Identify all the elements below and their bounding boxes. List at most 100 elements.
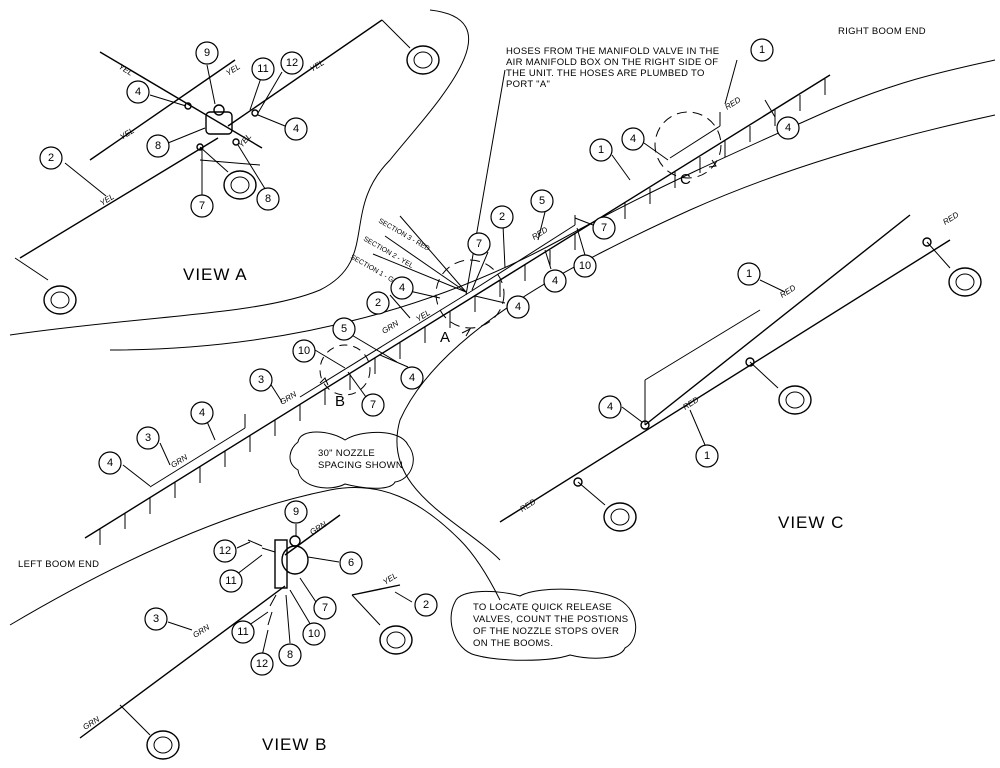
svg-text:5: 5 [341,323,347,335]
callout: 1 [750,38,774,62]
nozzle-body-icon [603,502,637,532]
hose-tag-grn: GRN [380,319,400,336]
callout: 7 [313,596,337,620]
callout: 4 [598,395,622,419]
callout: 5 [530,189,554,213]
nozzle-body-icon [146,730,180,760]
nozzle-body-icon [948,267,982,297]
detail-circle-b [319,344,371,396]
hose-tag-grn: GRN [308,520,328,537]
left-boom-end-label: LEFT BOOM END [18,559,99,570]
svg-text:12: 12 [286,57,298,69]
callout: 1 [737,262,761,286]
manifold-valve-body [281,545,309,575]
callout: 5 [332,317,356,341]
manifold-valve-body [205,111,233,135]
svg-text:4: 4 [785,122,791,134]
quick-release-note-line: ON THE BOOMS. [473,638,553,649]
callout: 3 [249,368,273,392]
nozzle-stops [99,79,826,545]
svg-text:5: 5 [539,195,545,207]
callout-balloons: 9 11 12 4 4 2 8 8 7 1 4 4 1 2 5 7 7 4 10… [39,38,800,676]
svg-text:11: 11 [257,63,268,75]
svg-text:3: 3 [258,374,264,386]
callout: 3 [136,426,160,450]
callout: 9 [195,41,219,65]
callout: 4 [621,127,645,151]
view-a-label: VIEW A [183,265,248,284]
callout: 8 [256,187,280,211]
svg-text:7: 7 [370,399,376,411]
main-boundary-upper [109,59,996,351]
svg-text:7: 7 [199,200,205,212]
quick-release-note-line: TO LOCATE QUICK RELEASE [473,602,612,613]
callout: 12 [213,539,237,563]
svg-text:4: 4 [107,457,113,469]
right-boom-end-label: RIGHT BOOM END [838,26,926,37]
nozzle-body-icon [223,170,257,200]
svg-text:2: 2 [423,599,429,611]
callout: 10 [292,339,316,363]
callout: 2 [366,291,390,315]
callout: 10 [302,622,326,646]
view-a-boundary [9,9,470,336]
svg-text:4: 4 [607,401,613,413]
callout: 8 [278,643,302,667]
hose-tag-grn: GRN [278,390,298,407]
callout: 1 [695,444,719,468]
notes: HOSES FROM THE MANIFOLD VALVE IN THE AIR… [18,26,926,754]
hose-tag-red: RED [941,210,960,227]
nozzle-spacing-note-line: SPACING SHOWN [318,460,403,471]
view-b-boundary [9,486,501,626]
svg-text:6: 6 [348,557,354,569]
main-boom: RED RED YEL GRN GRN GRN SECTION 3 - RED … [84,59,831,545]
hose-tag-yel: YEL [117,62,135,78]
nozzle-spacing-note-line: 30" NOZZLE [318,448,375,459]
svg-text:8: 8 [155,140,161,152]
svg-text:10: 10 [298,345,310,357]
nozzle-body-icon [43,285,77,315]
callout: 7 [190,194,214,218]
callout: 4 [98,451,122,475]
callout: 11 [251,57,275,81]
callout: 10 [573,254,597,278]
svg-text:4: 4 [199,407,205,419]
hoses-note-line: PORT "A" [506,79,550,90]
callout: 12 [250,652,274,676]
callout: 12 [280,51,304,75]
svg-text:1: 1 [598,144,604,156]
quick-release-note-line: OF THE NOZZLE STOPS OVER [473,626,619,637]
svg-text:7: 7 [476,238,482,250]
callout: 2 [490,205,514,229]
svg-text:3: 3 [153,613,159,625]
callout: 2 [39,146,63,170]
callout: 4 [400,366,424,390]
quick-release-note-line: VALVES, COUNT THE POSTIONS [473,614,628,625]
svg-text:2: 2 [499,211,505,223]
callout: 1 [589,138,613,162]
detail-circle-c [654,111,722,179]
svg-text:10: 10 [308,628,320,640]
view-c-boundary [396,114,996,561]
callout: 4 [284,117,308,141]
svg-text:7: 7 [601,222,607,234]
svg-text:10: 10 [579,260,591,272]
svg-text:4: 4 [515,301,521,313]
hoses-note-line: AIR MANIFOLD BOX ON THE RIGHT SIDE OF [506,57,718,68]
callout: 8 [146,134,170,158]
quick-release-note-bubble [450,588,637,661]
view-c-detail: RED RED RED RED [499,210,982,532]
svg-text:4: 4 [630,133,636,145]
nozzle-body-icon [379,625,413,655]
svg-text:12: 12 [219,545,231,557]
valve-cap-icon [213,104,225,116]
svg-text:1: 1 [759,44,765,56]
callout: 3 [144,607,168,631]
svg-text:4: 4 [399,282,405,294]
nozzle-note-bubble [289,431,414,489]
callout: 9 [284,500,308,524]
callout: 7 [467,232,491,256]
svg-text:11: 11 [237,626,248,638]
view-b-label: VIEW B [262,735,328,754]
